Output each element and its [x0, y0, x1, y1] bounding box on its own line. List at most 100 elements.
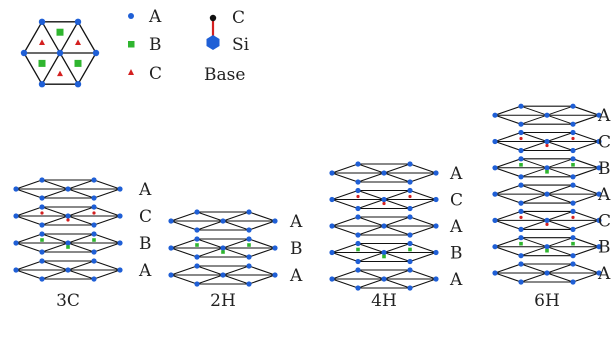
site-c-atom	[571, 215, 575, 219]
site-c-atom	[40, 211, 44, 215]
site-a-atom	[117, 267, 123, 273]
slab-edge	[248, 265, 276, 276]
slab-edge	[93, 188, 121, 199]
site-a-atom	[329, 196, 335, 203]
stack-layer: B	[329, 240, 463, 265]
slab-edge	[93, 206, 121, 217]
legend-label: A	[148, 7, 162, 27]
site-b-atom	[545, 170, 549, 174]
site-a-atom	[570, 279, 576, 285]
slab-edge	[170, 220, 198, 231]
layer-label: C	[139, 207, 152, 227]
site-a-atom	[407, 232, 413, 238]
slab-edge	[93, 242, 121, 253]
site-a-atom	[518, 235, 524, 241]
site-a-atom	[596, 112, 602, 118]
site-c-atom	[519, 215, 523, 219]
site-c-atom	[66, 218, 70, 222]
slab-edge	[494, 263, 522, 274]
site-a-atom	[91, 195, 97, 201]
slab-edge	[572, 237, 600, 248]
slab-edge	[572, 105, 600, 116]
site-b-atom	[519, 163, 523, 167]
site-a-atom	[407, 285, 413, 291]
site-a-atom	[407, 258, 413, 265]
site-a-atom	[91, 222, 97, 228]
site-a-atom	[194, 209, 200, 215]
site-a-atom	[91, 249, 97, 255]
site-b-atom	[356, 247, 360, 252]
poly-label: 3C	[56, 291, 80, 311]
site-a-atom	[518, 156, 524, 162]
site-a-atom	[220, 272, 226, 278]
carbon-atom	[209, 14, 217, 22]
site-a-atom	[381, 196, 387, 203]
slab-edge	[15, 179, 43, 190]
stack-layer: A	[329, 161, 463, 185]
site-a-atom	[355, 161, 361, 167]
stack-layer: A	[13, 177, 152, 201]
site-a-atom	[91, 204, 97, 210]
legend-item-a: A	[128, 7, 162, 27]
slab-edge	[248, 238, 276, 249]
site-a-atom	[518, 121, 524, 127]
site-a-atom	[596, 191, 602, 197]
site-a-atom	[91, 231, 97, 237]
slab-edge	[15, 206, 43, 217]
site-a-atom	[544, 217, 550, 223]
slab-edge	[494, 272, 522, 283]
stack-layer: B	[492, 156, 611, 180]
slab-edge	[15, 233, 43, 244]
slab-edge	[331, 269, 359, 280]
site-a-atom	[117, 186, 123, 192]
slab-edge	[15, 215, 43, 226]
site-c-atom	[571, 136, 575, 141]
slab-edge	[494, 131, 522, 143]
layer-label: A	[449, 217, 463, 237]
site-a-atom	[596, 165, 602, 171]
layer-label: A	[289, 212, 303, 232]
site-a-atom	[492, 112, 498, 118]
slab-edge	[494, 219, 522, 230]
site-a-atom	[220, 245, 226, 251]
slab-edge	[494, 167, 522, 178]
slab-edge	[248, 211, 276, 222]
site-a-atom	[381, 170, 387, 176]
slab-edge	[494, 246, 522, 257]
legend-label: C	[232, 8, 245, 28]
site-a-atom	[596, 270, 602, 276]
site-a-atom	[91, 258, 97, 264]
site-a-atom	[518, 182, 524, 188]
slab-edge	[170, 238, 198, 249]
site-a-atom	[272, 245, 278, 251]
site-a-atom	[570, 200, 576, 206]
site-a-atom	[39, 276, 45, 282]
layer-label: B	[598, 159, 611, 179]
site-a-atom	[518, 261, 524, 267]
site-a-atom	[38, 18, 46, 26]
site-a-atom	[194, 236, 200, 242]
hexagon-edge	[77, 21, 97, 54]
hexagon-edge	[23, 52, 43, 85]
site-a-atom	[433, 276, 439, 282]
slab-edge	[93, 215, 121, 226]
stack-layer: C	[329, 187, 463, 212]
slab-edge	[494, 114, 522, 125]
layer-label: A	[597, 264, 611, 284]
layer-label: A	[597, 185, 611, 205]
slab-edge	[170, 274, 198, 285]
stack-layer: B	[168, 236, 303, 260]
site-a-atom	[329, 223, 335, 229]
site-a-atom	[433, 249, 439, 256]
site-a-atom	[74, 18, 82, 26]
stack-layer: B	[492, 235, 611, 259]
site-a-atom	[272, 272, 278, 278]
site-a-atom	[355, 187, 361, 194]
site-a-atom	[407, 205, 413, 212]
site-a-atom	[570, 235, 576, 241]
site-a-atom	[492, 217, 498, 223]
slab-edge	[409, 278, 437, 289]
